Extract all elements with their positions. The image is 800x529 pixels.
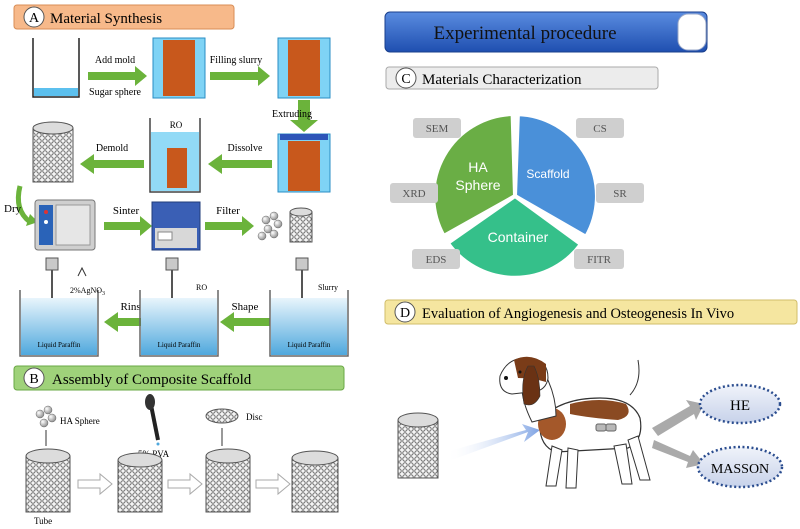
scaffold-cylinder-small (289, 207, 313, 243)
svg-text:FITR: FITR (587, 254, 612, 266)
label-masson: MASSON (711, 462, 769, 477)
svg-text:SEM: SEM (426, 123, 449, 135)
arrow-add-mold: Add mold Sugar sphere (88, 55, 147, 98)
tag-xrd: XRD (390, 183, 438, 203)
arrow-demold: Demold (80, 143, 144, 174)
panel-a-title: Material Synthesis (50, 11, 162, 27)
mold-with-sugar (152, 37, 206, 99)
tag-sr: SR (596, 183, 644, 203)
panel-b-title: Assembly of Composite Scaffold (52, 372, 252, 388)
label-agno3: 2%AgNO3 (70, 286, 105, 297)
label-extruding: Extruding (272, 109, 312, 120)
sector-scaffold (512, 112, 599, 240)
panel-c-label: C Materials Characterization (385, 66, 659, 90)
label-ha-sphere: HA Sphere (60, 416, 100, 426)
arrow-sinter: Sinter (104, 205, 152, 236)
panel-d-letter: D (400, 306, 410, 321)
tag-cs: CS (576, 118, 624, 138)
mold-extruded (277, 133, 331, 193)
svg-text:CS: CS (593, 123, 606, 135)
panel-d-title: Evaluation of Angiogenesis and Osteogene… (422, 306, 734, 322)
characterization-wheel: HA Sphere Scaffold Container (431, 111, 599, 280)
arrow-dissolve: Dissolve (208, 143, 272, 174)
label-sugar-sphere: Sugar sphere (89, 87, 141, 98)
beaker-paraffin-slurry: Slurry Liquid Paraffin (269, 257, 349, 357)
tag-eds: EDS (412, 249, 460, 269)
label-shape: Shape (232, 301, 259, 313)
label-pva: 5% PVA (138, 449, 170, 459)
panel-a-label: A Material Synthesis (13, 4, 235, 30)
label-add-mold: Add mold (95, 55, 135, 66)
oval-masson: MASSON (696, 445, 784, 489)
label-demold: Demold (96, 143, 128, 154)
arrow-assembly-2 (167, 472, 203, 496)
panel-b-label: B Assembly of Composite Scaffold (13, 365, 345, 391)
ha-spheres-pile (257, 211, 283, 241)
sector-label-sphere: Sphere (455, 177, 500, 193)
arrow-filling-slurry: Filling slurry (210, 55, 270, 86)
dog-figure (499, 356, 651, 489)
label-ro: RO (170, 120, 183, 130)
arrow-dry: Dry (4, 185, 38, 226)
composite-scaffold (291, 450, 339, 513)
pipette: 5% PVA (138, 394, 170, 459)
label-disc: Disc (246, 412, 263, 422)
header-banner: Experimental procedure (384, 11, 708, 53)
beaker-paraffin-ro: RO Liquid Paraffin (139, 257, 219, 357)
muffle-furnace (151, 201, 201, 251)
label-filter: Filter (216, 205, 240, 217)
label-dissolve: Dissolve (228, 143, 264, 154)
beaker-ro: RO (149, 118, 201, 193)
scaffold-with-disc (205, 448, 251, 513)
svg-text:EDS: EDS (426, 254, 447, 266)
beaker-sugar (32, 38, 80, 98)
sector-label-container: Container (488, 229, 549, 245)
ha-sphere-cluster: HA Sphere (35, 405, 100, 428)
label-he: HE (730, 398, 750, 414)
tag-sem: SEM (413, 118, 461, 138)
label-paraffin-1: Liquid Paraffin (38, 341, 81, 349)
label-ro-2: RO (196, 283, 207, 292)
panel-a-letter: A (29, 11, 40, 26)
scaffold-disc: Disc (205, 408, 263, 424)
sector-ha-sphere (431, 111, 518, 239)
svg-text:XRD: XRD (402, 188, 425, 200)
label-slurry: Slurry (318, 283, 338, 292)
scaffold-cylinder-demolded (32, 121, 74, 183)
arrow-assembly-1 (77, 472, 113, 496)
beaker-paraffin-agno3: 2%AgNO3 Liquid Paraffin (19, 257, 105, 357)
arrow-to-he (652, 400, 704, 436)
arrow-shape: Shape (220, 301, 270, 332)
panel-c-letter: C (401, 72, 410, 87)
panel-b-letter: B (29, 372, 38, 387)
sector-label-ha: HA (468, 159, 488, 175)
oval-he: HE (698, 383, 782, 425)
label-paraffin-2: Liquid Paraffin (158, 341, 201, 349)
scaffold-with-pva (117, 452, 163, 513)
header-title: Experimental procedure (433, 23, 616, 44)
tag-fitr: FITR (574, 249, 624, 269)
implant-scaffold (397, 412, 439, 479)
label-dry: Dry (4, 203, 22, 215)
arrow-to-masson (652, 440, 704, 468)
scaffold-tube: Tube (25, 448, 71, 526)
label-sinter: Sinter (113, 205, 140, 217)
drying-oven (34, 199, 96, 251)
sector-label-scaffold: Scaffold (526, 167, 569, 181)
svg-text:SR: SR (613, 188, 627, 200)
arrow-extruding: Extruding (272, 100, 318, 132)
label-paraffin-3: Liquid Paraffin (288, 341, 331, 349)
label-tube: Tube (34, 516, 52, 526)
arrow-filter: Filter (205, 205, 254, 236)
panel-c-title: Materials Characterization (422, 72, 582, 88)
arrow-assembly-3 (255, 472, 291, 496)
implant-beam-arrow (446, 424, 540, 462)
panel-d-label: D Evaluation of Angiogenesis and Osteoge… (384, 299, 798, 325)
label-filling-slurry: Filling slurry (210, 55, 263, 66)
mold-filled (277, 37, 331, 99)
